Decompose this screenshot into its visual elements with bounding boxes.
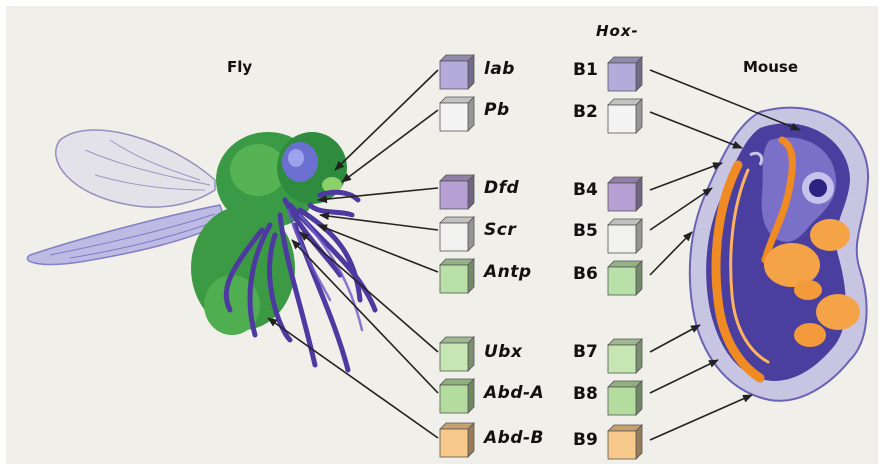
mouse-gene-box [608, 219, 642, 253]
mouse-gene-box [608, 99, 642, 133]
mouse-gene-label: B9 [573, 430, 598, 450]
fly-gene-box [440, 175, 474, 209]
fly-gene-box [440, 379, 474, 413]
mouse-gene-label: B5 [573, 221, 598, 241]
fly-gene-label: Abd-A [484, 383, 544, 403]
mouse-gene-label: B4 [573, 180, 598, 200]
fly-gene-box [440, 55, 474, 89]
mouse-gene-label: B2 [573, 102, 598, 122]
fly-gene-label: Pb [484, 100, 510, 120]
fly-gene-box [440, 423, 474, 457]
mouse-gene-box [608, 381, 642, 415]
fly-title: Fly [227, 58, 252, 76]
mouse-gene-label: B8 [573, 384, 598, 404]
fly-gene-label: Dfd [484, 178, 519, 198]
mouse-gene-box [608, 339, 642, 373]
mouse-gene-label: B6 [573, 264, 598, 284]
fly-gene-label: lab [484, 59, 515, 79]
fly-gene-box [440, 259, 474, 293]
mouse-gene-label: B1 [573, 60, 598, 80]
mouse-gene-box [608, 177, 642, 211]
mouse-gene-box [608, 261, 642, 295]
fly-gene-box [440, 217, 474, 251]
mouse-gene-label: B7 [573, 342, 598, 362]
fly-gene-label: Ubx [484, 342, 522, 362]
fly-gene-box [440, 97, 474, 131]
mouse-gene-box [608, 57, 642, 91]
fly-gene-label: Scr [484, 220, 516, 240]
hox-label: Hox- [596, 22, 639, 40]
mouse-title: Mouse [743, 58, 798, 76]
fly-gene-label: Antp [484, 262, 532, 282]
fly-gene-box [440, 337, 474, 371]
embryo-hindlimb [816, 294, 860, 330]
mouse-gene-box [608, 425, 642, 459]
embryo-arch [810, 219, 850, 251]
fly-gene-label: Abd-B [484, 428, 544, 448]
